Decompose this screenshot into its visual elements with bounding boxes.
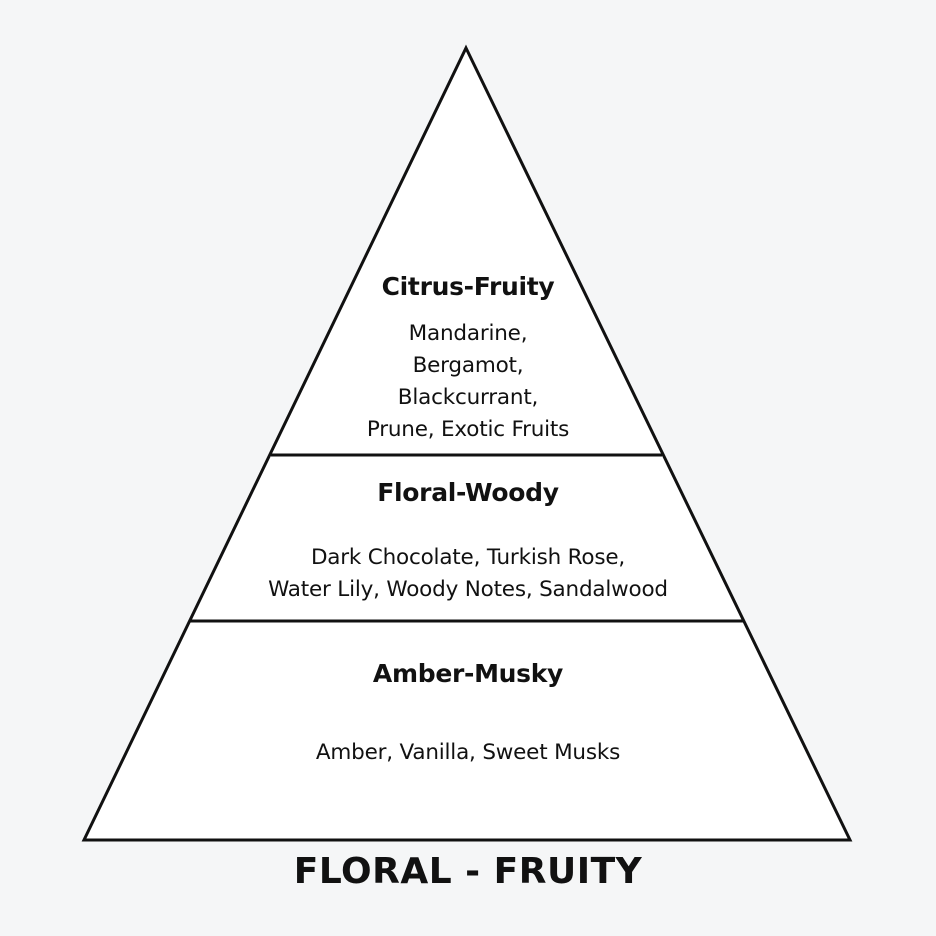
tier-middle-note-line: Water Lily, Woody Notes, Sandalwood xyxy=(268,577,668,602)
tier-middle-note-line: Dark Chocolate, Turkish Rose, xyxy=(310,545,626,570)
pyramid-outline xyxy=(81,44,853,842)
tier-middle-title: Floral-Woody xyxy=(377,478,559,507)
tier-top-note-line: Mandarine, xyxy=(408,321,528,346)
tier-base-note-line: Amber, Vanilla, Sweet Musks xyxy=(315,740,621,765)
tier-top-note-line: Bergamot, xyxy=(412,353,524,378)
tier-top-title: Citrus-Fruity xyxy=(381,272,555,301)
tier-top-notes: Mandarine, Bergamot, Blackcurrant, Prune… xyxy=(0,318,936,446)
tier-top-note-line: Prune, Exotic Fruits xyxy=(366,417,570,442)
tier-top-note-line: Blackcurrant, xyxy=(397,385,539,410)
fragrance-family-title: FLORAL - FRUITY xyxy=(293,851,643,892)
tier-base-notes: Amber, Vanilla, Sweet Musks xyxy=(0,737,936,769)
tier-base-title: Amber-Musky xyxy=(372,659,564,688)
tier-middle-notes: Dark Chocolate, Turkish Rose, Water Lily… xyxy=(0,542,936,606)
